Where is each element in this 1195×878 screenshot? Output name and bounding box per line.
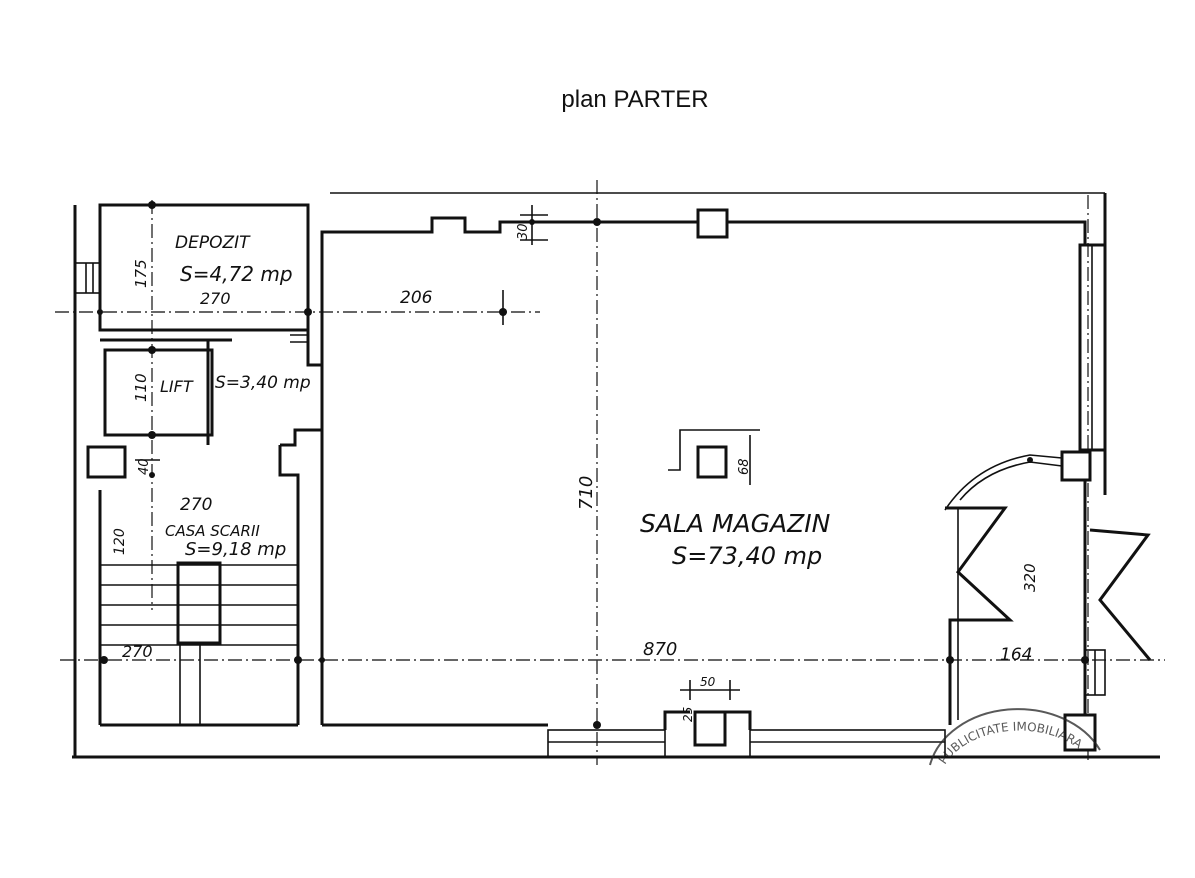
dim-870: 870 (643, 639, 677, 660)
dim-164: 164 (1000, 645, 1032, 665)
stair-area: S=9,18 mp (185, 539, 286, 560)
depozit-depth: 175 (132, 259, 150, 288)
dim-320: 320 (1021, 563, 1039, 592)
depozit-width: 270 (200, 289, 231, 308)
labels: DEPOZIT S=4,72 mp 270 175 LIFT S=3,40 mp… (112, 223, 1039, 722)
dim-68: 68 (737, 458, 752, 475)
pillars (86, 208, 1097, 752)
stair-label: CASA SCARII (165, 522, 260, 540)
dim-30: 30 (516, 223, 531, 240)
lift-area: S=3,40 mp (215, 373, 311, 393)
dim-50: 50 (700, 675, 716, 689)
sala-magazin-area: S=73,40 mp (672, 542, 822, 570)
stair-depth: 120 (112, 528, 128, 555)
axis-points (97, 201, 1089, 729)
dim-206: 206 (400, 288, 433, 308)
walls (72, 192, 1160, 759)
dim-25: 25 (681, 707, 695, 722)
lift-depth: 110 (132, 373, 150, 402)
depozit-label: DEPOZIT (175, 233, 251, 253)
pillar-dimension: 40 (137, 458, 152, 475)
plan-title: plan PARTER (561, 86, 709, 113)
stair-width: 270 (180, 495, 212, 515)
depozit-area: S=4,72 mp (180, 262, 293, 286)
lift-label: LIFT (160, 377, 194, 396)
dim-270-bottom: 270 (122, 642, 153, 661)
sala-magazin-label: SALA MAGAZIN (640, 509, 831, 538)
dimension-lines (135, 205, 751, 700)
dim-710: 710 (576, 476, 597, 510)
